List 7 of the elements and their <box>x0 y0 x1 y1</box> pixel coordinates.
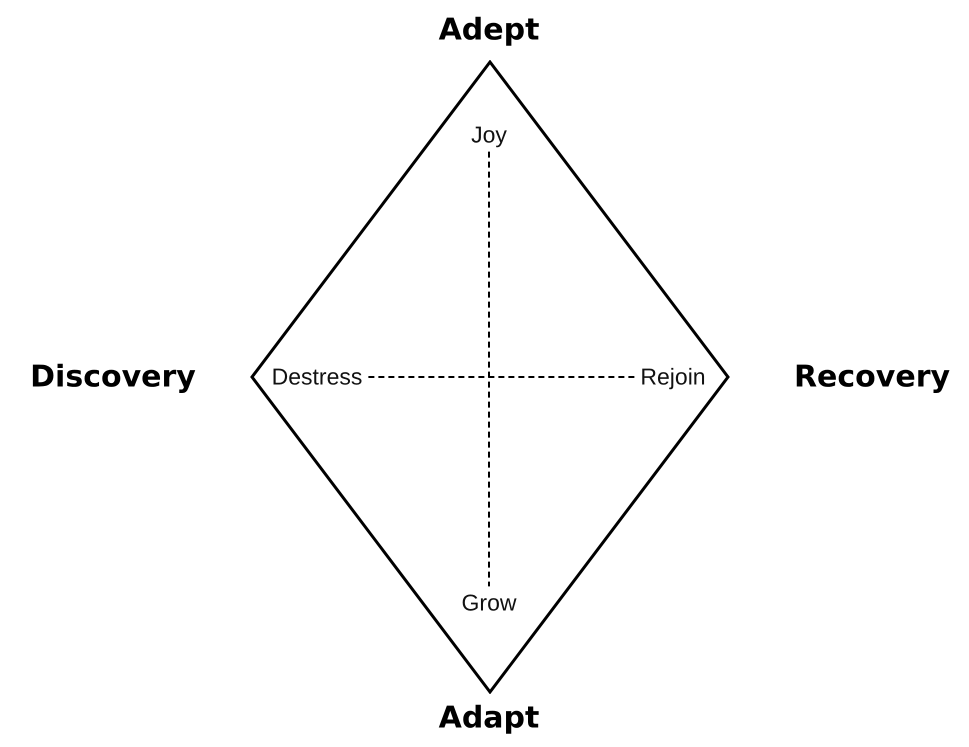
dashed-line <box>488 152 490 586</box>
corner-label: Adept <box>438 14 540 46</box>
diamond-outline <box>250 60 730 694</box>
dashed-line <box>368 376 634 378</box>
corner-label: Discovery <box>30 360 196 394</box>
corner-label: Recovery <box>794 360 950 394</box>
corner-label: Adapt <box>438 702 540 734</box>
